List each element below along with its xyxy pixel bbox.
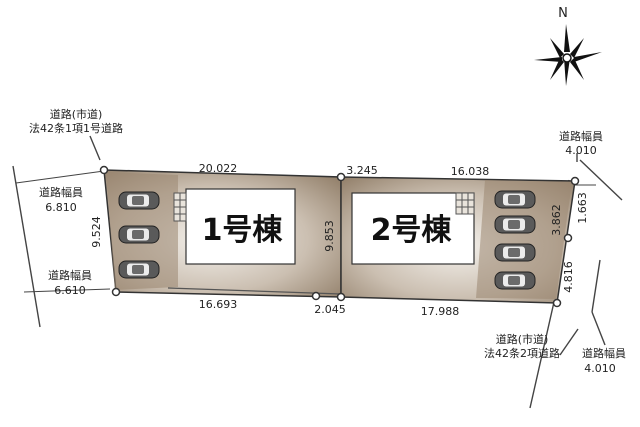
dim-west-side: 9.524: [90, 216, 103, 248]
west-width-2-label: 道路幅員: [48, 268, 92, 282]
north-compass: N: [534, 6, 602, 86]
dim-east-upper: 1.663: [576, 192, 589, 224]
road-labels: 道路(市道) 法42条1項1号道路 道路幅員 6.810 道路幅員 6.610 …: [29, 107, 626, 375]
west-width-1-label: 道路幅員: [39, 185, 83, 199]
east-width-top-value: 4.010: [565, 144, 597, 157]
parking-lot-1: [118, 191, 160, 279]
east-width-top-label: 道路幅員: [559, 129, 603, 143]
dim-top-right: 16.038: [451, 165, 490, 178]
dimension-labels: 20.022 3.245 16.038 16.693 2.045 17.988 …: [90, 162, 589, 318]
dim-bottom-right: 17.988: [421, 305, 460, 318]
building-2-label: 2号棟: [371, 213, 453, 248]
north-arrow-icon: [564, 24, 570, 52]
west-road-name: 道路(市道): [50, 107, 103, 121]
car-icon: [494, 271, 536, 290]
dim-center-divider: 9.853: [323, 220, 336, 252]
dim-east-lower: 4.816: [562, 261, 575, 293]
car-icon: [494, 243, 536, 262]
dim-top-left: 20.022: [199, 162, 238, 175]
dim-bottom-mid: 2.045: [314, 303, 346, 316]
west-road-type: 法42条1項1号道路: [29, 121, 123, 135]
east-width-bottom-value: 4.010: [584, 362, 616, 375]
building-1-label: 1号棟: [202, 213, 284, 248]
west-width-2-value: 6.610: [54, 284, 86, 297]
building-1: 1号棟: [185, 188, 296, 265]
car-icon: [494, 190, 536, 209]
building-2: 2号棟: [351, 192, 475, 265]
entrance-steps-2: [455, 192, 475, 215]
car-icon: [118, 191, 160, 210]
dim-bottom-left: 16.693: [199, 298, 238, 311]
north-label: N: [558, 6, 568, 21]
car-icon: [118, 260, 160, 279]
car-icon: [118, 225, 160, 244]
entrance-steps-1: [173, 192, 187, 222]
survey-points: [99, 165, 580, 308]
east-road-type: 法42条2項道路: [484, 346, 560, 360]
east-road-name: 道路(市道): [496, 332, 549, 346]
dim-east-inner: 3.862: [550, 204, 563, 236]
dim-top-mid: 3.245: [346, 164, 378, 177]
east-width-bottom-label: 道路幅員: [582, 346, 626, 360]
car-icon: [494, 215, 536, 234]
west-width-1-value: 6.810: [45, 201, 77, 214]
